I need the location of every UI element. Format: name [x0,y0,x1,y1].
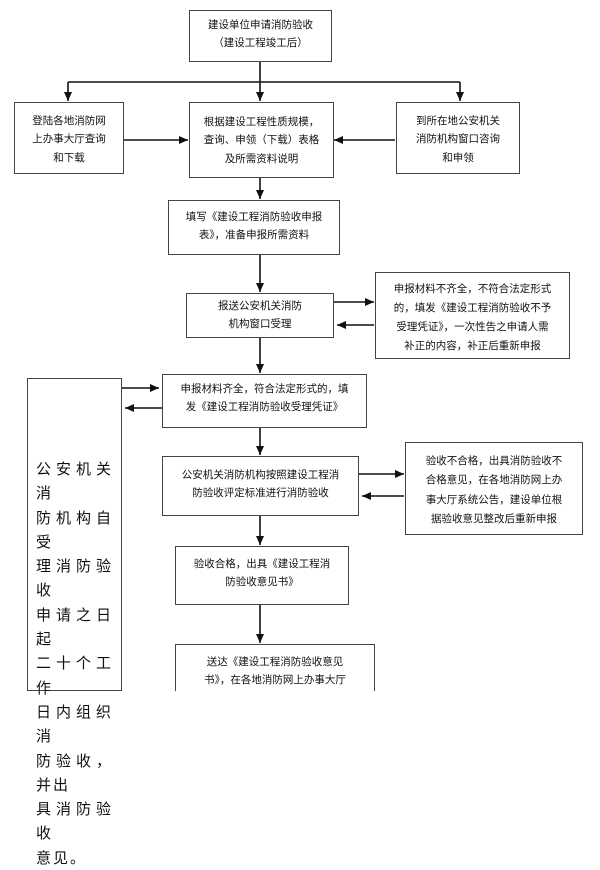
node-timeline-line-3: 理消防验收 [36,557,113,600]
node-submit-line-1: 报送公安机关消防 [218,300,302,312]
node-incomplete-line-4: 补正的内容，补正后重新申报 [404,339,541,352]
node-fill-line-2: 表》，准备申报所需资料 [198,229,310,242]
node-online-line-2: 上办事大厅查询 [32,133,106,146]
node-online: 登陆各地消防网 上办事大厅查询 和下载 [14,102,124,174]
node-fail-line-3: 事大厅系统公告，建设单位根 [425,493,563,506]
node-apply-line-1: 建设单位申请消防验收 [208,19,313,31]
node-forms-line-1: 根据建设工程性质规模， [203,116,320,128]
node-online-line-3: 和下载 [53,151,85,164]
node-fail-line-1: 验收不合格，出具消防验收不 [425,455,563,467]
node-timeline-line-6: 日内组织消 [36,702,113,746]
node-complete-line-1: 申报材料齐全，符合法定形式的，填 [180,383,349,395]
node-timeline-line-1: 公安机关消 [36,460,113,503]
node-timeline-line-8: 具消防验收 [36,800,113,843]
node-window: 到所在地公安机关 消防机构窗口咨询 和申领 [396,102,520,174]
node-timeline-line-2: 防机构自受 [36,508,113,551]
flowchart-canvas: 建设单位申请消防验收 （建设工程竣工后） 登陆各地消防网 上办事大厅查询 和下载… [14,10,583,867]
node-inspect: 公安机关消防机构按照建设工程消 防验收评定标准进行消防验收 [162,456,359,516]
node-timeline-line-9: 意见。 [36,848,88,867]
node-submit-line-2: 机构窗口受理 [228,318,292,331]
node-timeline-line-7: 防验收，并出 [36,751,113,794]
node-fail-line-4: 据验收意见整改后重新申报 [431,513,557,526]
node-incomplete-line-2: 的，填发《建设工程消防验收不予 [393,301,552,314]
node-pass-line-1: 验收合格，出具《建设工程消 [193,558,331,570]
node-complete-line-2: 发《建设工程消防验收受理凭证》 [185,401,344,414]
node-timeline-line-5: 二十个工作 [36,654,113,697]
node-submit: 报送公安机关消防 机构窗口受理 [186,293,334,338]
node-deliver: 送达《建设工程消防验收意见 书》，在各地消防网上办事大厅 [175,644,375,691]
node-timeline: 公安机关消 防机构自受 理消防验收 申请之日起 二十个工作 日内组织消 防验收，… [27,378,122,867]
node-deliver-line-2: 书》，在各地消防网上办事大厅 [204,674,346,687]
node-window-line-1: 到所在地公安机关 [416,115,500,127]
node-incomplete: 申报材料不齐全，不符合法定形式 的，填发《建设工程消防验收不予 受理凭证》，一次… [375,272,570,359]
node-online-line-1: 登陆各地消防网 [32,115,106,127]
node-pass-line-2: 防验收意见书》 [225,576,299,589]
node-timeline-line-4: 申请之日起 [36,605,113,649]
node-deliver-line-1: 送达《建设工程消防验收意见 [206,656,344,668]
node-apply-line-2: （建设工程竣工后） [213,37,308,50]
node-fail: 验收不合格，出具消防验收不 合格意见，在各地消防网上办 事大厅系统公告，建设单位… [405,442,583,535]
node-forms-line-2: 查询、申领（下载）表格 [203,134,320,147]
node-incomplete-line-3: 受理凭证》，一次性告之申请人需 [396,320,549,333]
node-inspect-line-2: 防验收评定标准进行消防验收 [192,487,329,500]
node-forms: 根据建设工程性质规模， 查询、申领（下载）表格 及所需资料说明 [189,102,334,178]
node-pass: 验收合格，出具《建设工程消 防验收意见书》 [175,546,349,605]
node-fail-line-2: 合格意见，在各地消防网上办 [425,474,563,487]
node-forms-line-3: 及所需资料说明 [224,152,299,165]
node-fill: 填写《建设工程消防验收申报 表》，准备申报所需资料 [168,200,340,255]
node-incomplete-line-1: 申报材料不齐全，不符合法定形式 [393,283,552,295]
connector-layer [64,62,464,643]
node-window-line-3: 和申领 [442,151,474,164]
node-window-line-2: 消防机构窗口咨询 [416,133,500,146]
node-complete: 申报材料齐全，符合法定形式的，填 发《建设工程消防验收受理凭证》 [162,374,367,428]
node-apply: 建设单位申请消防验收 （建设工程竣工后） [189,10,332,62]
node-inspect-line-1: 公安机关消防机构按照建设工程消 [181,469,340,481]
node-fill-line-1: 填写《建设工程消防验收申报 [185,211,323,223]
